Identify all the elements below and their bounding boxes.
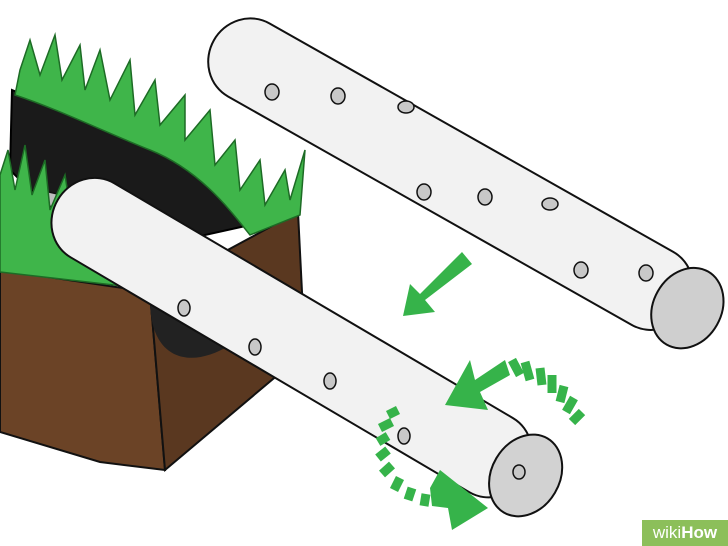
pipe-lower-holes [177, 299, 526, 480]
grass-back [14, 32, 306, 236]
pipe-upper [207, 17, 725, 350]
arrow-down-left-icon [403, 252, 472, 316]
watermark-how: How [681, 523, 718, 542]
watermark-wiki: wiki [652, 523, 682, 542]
rotate-arrow-bottom-icon [375, 405, 488, 530]
rotate-arrow-top-icon [445, 357, 586, 426]
wikihow-watermark: wikiHow [642, 520, 728, 546]
pipe-lower [50, 176, 564, 518]
pipe-upper-holes [264, 83, 654, 282]
